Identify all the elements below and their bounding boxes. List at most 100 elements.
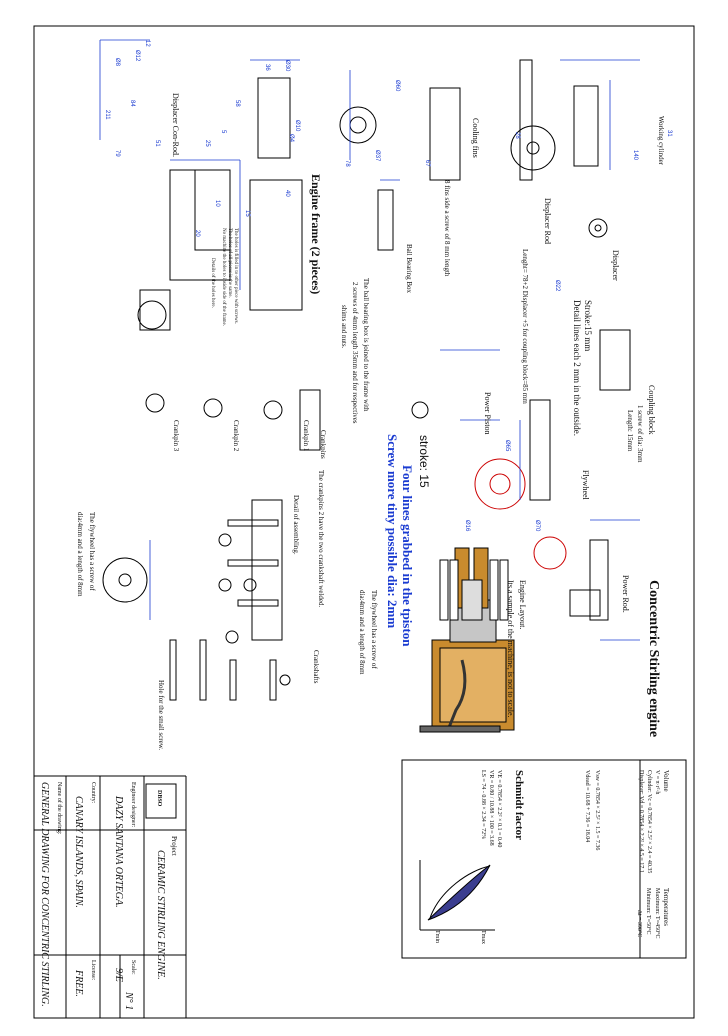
frame-note-2: The holes of all pieces is the same. xyxy=(227,228,232,298)
dimension-label: Ø60 xyxy=(394,80,400,92)
dimension-label: 67 xyxy=(424,160,430,167)
project-name: CERAMIC STIRLING ENGINE. xyxy=(155,850,166,980)
dimension-label: Ø16 xyxy=(464,520,470,532)
power-piston-label: Power Piston xyxy=(483,392,492,435)
dimension-label: Ø37 xyxy=(374,150,380,162)
screw-heading: Screw more tiny possible dia: 2mm xyxy=(385,434,400,629)
formula-line: Cylinder: Vc = 0.7854 × 2.5² × 2.4 = 40.… xyxy=(646,770,652,874)
crankpins-label: Crankpins xyxy=(319,430,327,459)
tmax-label: Tmax xyxy=(480,930,486,944)
main-heading: Concentric Stirling engine xyxy=(646,580,661,738)
fins-note: 8 fins side a screw of 8 mm length xyxy=(443,180,451,277)
t-max: Maximum: T=450°C xyxy=(654,888,660,939)
stroke-label: stroke: 15 xyxy=(417,435,431,488)
t-min: Minimum: T=50°C xyxy=(645,888,651,935)
logo-text: DBSO xyxy=(156,790,162,807)
dimension-label: 51 xyxy=(154,140,160,147)
formula-line: Vdead = 10.68 + 7.36 = 18.04 xyxy=(584,770,590,843)
schmidt-panel xyxy=(401,759,687,959)
dimension-label: 36 xyxy=(264,64,270,71)
dimension-lines xyxy=(99,39,640,641)
displacer-label: Displacer xyxy=(611,250,620,281)
ball-box-note-1: The ball bearing box is joined to the fr… xyxy=(362,278,370,412)
formula-line: Vsw = 0.7854 × 2.5² × 1.5 = 7.36 xyxy=(594,770,600,851)
drawing-views xyxy=(102,106,608,686)
frame-note-3: No machine the holes to inside side of t… xyxy=(221,228,226,327)
crankpin-1-label: Crankpin 1 xyxy=(302,420,310,452)
power-rod-label: Power Rod. xyxy=(621,575,630,613)
formula-line: LS = 74 - 0.88 × 2.34 = 72% xyxy=(480,770,486,840)
dimension-label: 58 xyxy=(234,100,240,107)
cooling-fins-label: Cooling fins xyxy=(471,118,480,158)
dimension-label: Ø22 xyxy=(554,280,560,292)
schmidt-heading: Schmidt factor xyxy=(513,770,525,840)
dimension-label: 15 xyxy=(244,210,250,217)
coupling-block-label: Coupling block xyxy=(647,385,656,435)
pv-diagram xyxy=(419,860,495,931)
dimension-label: 25 xyxy=(204,140,210,147)
ball-box-note-3: shims and nuts. xyxy=(340,305,348,349)
title-block xyxy=(34,775,187,1018)
assembly-label: Detail of assembling. xyxy=(292,495,300,555)
fins-block xyxy=(439,559,509,621)
dimension-label: 31 xyxy=(666,130,672,137)
dimension-label: 10 xyxy=(214,200,220,207)
designer-name: DAZY SANTANA ORTEGA. xyxy=(113,796,124,908)
frame-note-1: The holes is filled in to other piece wi… xyxy=(233,228,238,324)
volume-label: Volume xyxy=(662,770,670,792)
dimension-label: Ø10 xyxy=(294,120,300,132)
engine-layout-label: Engine Layout. xyxy=(518,580,527,630)
formula-line: VR = 0.80 / 10.88 × 100 = 3.68 xyxy=(488,770,494,846)
crankpin-3-label: Crankpin 3 xyxy=(172,420,180,452)
working-cylinder-label: Working cylinder xyxy=(657,116,665,166)
flywheel-label: Flywheel xyxy=(581,470,590,500)
dimension-label: 28 xyxy=(514,132,520,139)
engine-assembly-illustration xyxy=(419,547,515,733)
coupling-length-label: Length: 15mm xyxy=(626,410,634,452)
number-value: N° 1 xyxy=(123,992,134,1011)
dimension-label: Ø70 xyxy=(534,520,540,532)
hole-note: Hole for the small screw. xyxy=(157,680,165,751)
dimension-label: 40 xyxy=(284,190,290,197)
four-lines-heading: Four lines grabbed in the tpiston xyxy=(400,465,415,647)
dimension-label: 5 xyxy=(220,130,226,134)
part-outlines xyxy=(139,59,631,701)
formula-line: V = π·r²·h xyxy=(654,770,660,795)
formula-line: VE = 0.7854 × 2.2² × 0.1 = 0.40 xyxy=(496,770,502,848)
engine-frame-heading: Engine frame (2 pieces) xyxy=(309,174,323,295)
displacer-rod-label: Displacer Rod xyxy=(543,198,552,244)
crankpins-note: The crankpins 2 have the two crankshaft … xyxy=(317,470,325,608)
dimension-label: Ø65 xyxy=(504,440,510,452)
license-label: License: xyxy=(90,960,96,981)
temperatures-label: Temperatures xyxy=(662,888,670,926)
dimension-label: 78 xyxy=(344,160,350,167)
dimension-label: 211 xyxy=(104,110,110,120)
crankshafts-label: Crankshafts xyxy=(312,650,320,684)
crankpin-2-label: Crankpin 2 xyxy=(232,420,240,452)
details-holes-label: Details of the holes here. xyxy=(210,258,215,308)
drawing-name: GENERAL DRAWING FOR CONCENTRIC STIRLING. xyxy=(39,782,50,1007)
dimension-label: 20 xyxy=(194,230,200,237)
detail-lines-note: Detail lines each 2 mm in the outside. xyxy=(572,300,582,436)
country-value: CANARY ISLANDS, SPAIN. xyxy=(73,796,84,908)
dimension-label: Ø12 xyxy=(134,50,140,62)
rod-length-note: Lenght= 78+2 Displacer +5 for coupling b… xyxy=(521,249,529,404)
dimension-label: 79 xyxy=(114,150,120,157)
t-delta: Δt = 390°C xyxy=(636,910,642,938)
dimension-label: Ø8 xyxy=(114,58,120,67)
license-value: FREE. xyxy=(73,970,84,997)
country-label: Country: xyxy=(90,782,96,804)
flywheel-screw-note-3: The flywheel has a screw of xyxy=(370,590,378,669)
formula-line: Displacer: Vd = 0.7854 × 2.2² × 4.5 = 17… xyxy=(638,770,644,873)
flywheel-screw-note-1: The flywheel has a screw of xyxy=(88,512,96,591)
ball-box-label: Ball Bearing Box xyxy=(405,244,413,293)
dimension-label: Ø30 xyxy=(284,60,290,72)
coupling-screw-label: 1 screw of dia: 3mm xyxy=(636,405,644,463)
project-label: Project xyxy=(170,836,178,856)
sheet-border xyxy=(33,25,695,1019)
dimension-label: 140 xyxy=(632,150,638,161)
dimension-label: 12 xyxy=(144,40,150,47)
ball-box-note-2: 2 screws of 4mm length 35mm and for resp… xyxy=(351,282,359,424)
